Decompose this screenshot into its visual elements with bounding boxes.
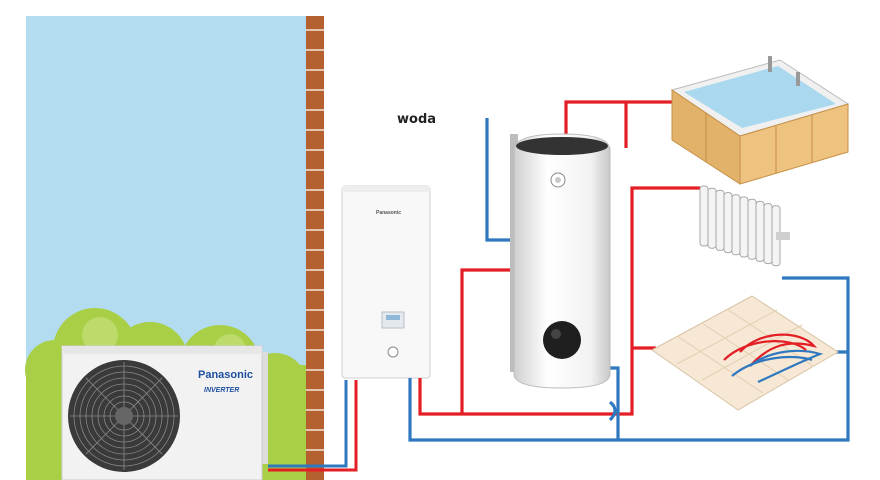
hydromodule-pipes bbox=[408, 186, 850, 442]
outdoor-brand-sub: INVERTER bbox=[204, 387, 239, 394]
outdoor-brand-name: Panasonic bbox=[198, 369, 253, 381]
brick-wall bbox=[306, 16, 324, 480]
indoor-hydromodule: Panasonic bbox=[341, 185, 431, 379]
inspection-flange-icon bbox=[543, 321, 581, 359]
water-label: woda bbox=[397, 112, 436, 127]
hot-water-tank bbox=[510, 133, 611, 389]
underfloor-heating-icon bbox=[651, 295, 839, 411]
bathtub-icon bbox=[670, 56, 850, 185]
indoor-brand-name: Panasonic bbox=[376, 210, 401, 216]
outdoor-heat-pump-unit: Panasonic INVERTER bbox=[61, 345, 268, 480]
radiator-icon bbox=[699, 185, 790, 267]
hot-water-bath-pipe bbox=[564, 100, 672, 148]
outdoor-pipes bbox=[268, 380, 358, 472]
cold-water-inlet-pipe bbox=[485, 118, 518, 242]
pressure-gauge-icon bbox=[387, 346, 399, 358]
